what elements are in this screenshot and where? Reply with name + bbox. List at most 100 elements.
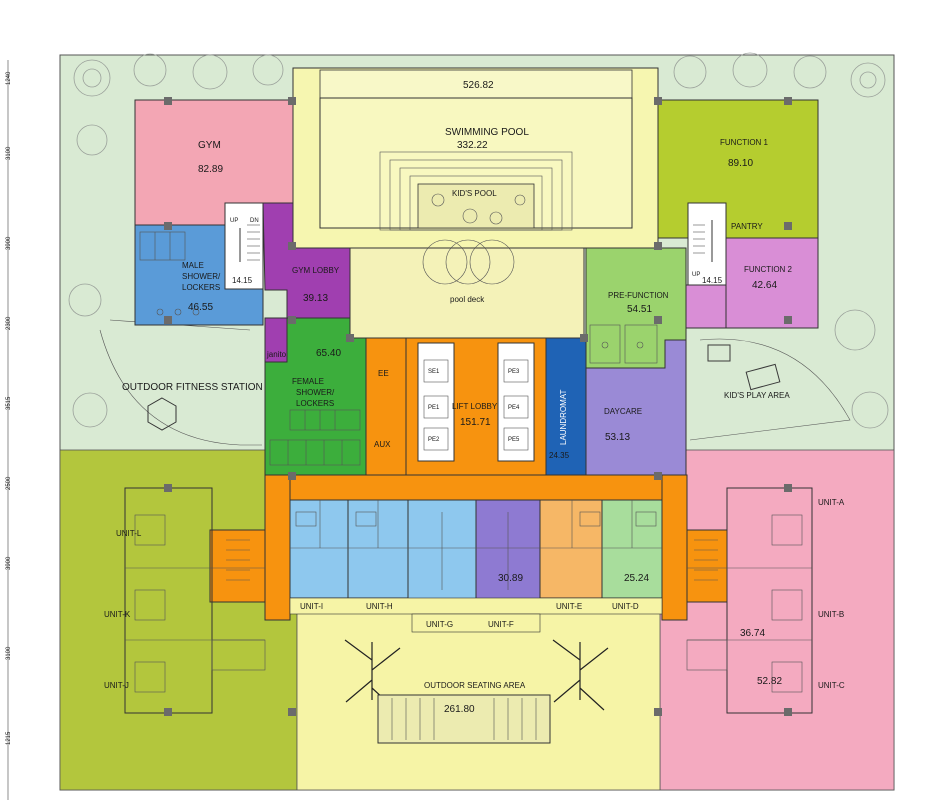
gym-area: 82.89: [198, 164, 223, 175]
unit-b-area: 36.74: [740, 628, 765, 639]
corridor-stairs: [226, 539, 718, 581]
stair-left-dn: DN: [250, 218, 259, 224]
swimming-pool-label: SWIMMING POOL: [445, 127, 529, 138]
room-laundromat: [545, 337, 587, 476]
outdoor-seating-label: OUTDOOR SEATING AREA: [424, 681, 526, 690]
landscape-trees: [68, 52, 889, 429]
lift-lobby-area: 151.71: [460, 417, 491, 428]
kids-pool-fountains: [431, 193, 526, 225]
dimension-scale: 1240 3100 3900 2300 3515 2500 3900 3100 …: [6, 60, 12, 800]
ee-label: EE: [378, 369, 389, 378]
structural-columns: [164, 97, 792, 716]
corridor: [209, 474, 728, 621]
kids-pool-steps: [379, 151, 573, 231]
units-right-partitions: [686, 514, 812, 693]
function-2-annex: [685, 284, 727, 329]
laundromat-area: 24.35: [549, 451, 570, 460]
gym-lobby-area: 39.13: [303, 293, 328, 304]
dim-6: 2500: [6, 476, 12, 490]
pre-function-area: 54.51: [627, 304, 652, 315]
male-shower-label-3: LOCKERS: [182, 283, 220, 292]
seating-trees: [344, 639, 609, 711]
unit-e-label: UNIT-E: [556, 602, 582, 611]
male-shower-fixtures: [139, 231, 200, 316]
pool-top-strip: [319, 69, 633, 99]
lift-pe2: PE2: [428, 437, 440, 443]
stair-right-area: 14.15: [702, 276, 723, 285]
dim-7: 3900: [6, 556, 12, 570]
pool-deck-label: pool deck: [450, 295, 485, 304]
dim-9: 1215: [6, 731, 12, 745]
daycare-area: 53.13: [605, 432, 630, 443]
function-1-label: FUNCTION 1: [720, 138, 769, 147]
female-shower-fixtures: [269, 409, 361, 466]
male-shower-label-1: MALE: [182, 261, 204, 270]
unit-k-label: UNIT-K: [104, 610, 131, 619]
unit-e: [539, 499, 603, 599]
pre-function-label: PRE-FUNCTION: [608, 291, 669, 300]
units-left-partitions: [125, 514, 266, 693]
room-function-1: [657, 99, 819, 239]
dim-4: 2300: [6, 316, 12, 330]
unit-gf-label-strip: [411, 613, 541, 633]
dim-2: 3100: [6, 146, 12, 160]
male-shower-area: 46.55: [188, 302, 213, 313]
unit-i: [289, 499, 349, 599]
outdoor-fitness-label: OUTDOOR FITNESS STATION: [122, 382, 263, 393]
janitor-label: janitor: [266, 350, 289, 359]
unit-f-area: 30.89: [498, 573, 523, 584]
unit-b-label: UNIT-B: [818, 610, 844, 619]
lift-shaft-left: [417, 342, 455, 462]
unit-d-area: 25.24: [624, 573, 649, 584]
lift-lobby-label: LIFT LOBBY: [452, 402, 498, 411]
central-unit-partitions: [290, 500, 662, 590]
stair-right: [687, 202, 727, 286]
unit-label-strip: [289, 597, 663, 615]
function-2-area: 42.64: [752, 280, 777, 291]
unit-j-label: UNIT-J: [104, 681, 129, 690]
unit-d-label: UNIT-D: [612, 602, 639, 611]
seating-bench-slats: [391, 698, 537, 740]
stair-left-up: UP: [230, 218, 238, 224]
stair-left-area: 14.15: [232, 276, 253, 285]
lift-pe4: PE4: [508, 405, 520, 411]
kids-play-label: KID'S PLAY AREA: [724, 391, 790, 400]
room-ee-aux: [365, 337, 407, 476]
female-shower-label-1: FEMALE: [292, 377, 324, 386]
stair-left-treads: [239, 224, 260, 262]
dim-5: 3515: [6, 396, 12, 410]
fitness-hexagon: [147, 397, 177, 431]
unit-c-area: 52.82: [757, 676, 782, 687]
swimming-pool-area: 332.22: [457, 140, 488, 151]
outdoor-fitness-path: [99, 329, 262, 446]
units-right-block: [726, 487, 813, 714]
gym-lobby-label: GYM LOBBY: [292, 266, 340, 275]
unit-a-label: UNIT-A: [818, 498, 845, 507]
dim-8: 3100: [6, 646, 12, 660]
unit-i-label: UNIT-I: [300, 602, 323, 611]
function-1-area: 89.10: [728, 158, 753, 169]
lift-pe5: PE5: [508, 437, 520, 443]
stair-right-up: UP: [692, 272, 700, 278]
dim-1: 1240: [6, 71, 12, 85]
outdoor-seating-area: 261.80: [444, 704, 475, 715]
daycare-label: DAYCARE: [604, 407, 642, 416]
zone-units-left: [59, 449, 298, 791]
kids-play-equipment: [707, 344, 781, 391]
room-gym: [134, 99, 294, 226]
lift-cars: [423, 359, 529, 451]
stair-right-treads: [693, 220, 713, 262]
unit-l-label: UNIT-L: [116, 529, 142, 538]
pre-function-toilets: [589, 324, 658, 364]
female-shower-label-2: SHOWER/: [296, 388, 335, 397]
lift-pe1: PE1: [428, 405, 440, 411]
lift-shaft-right: [497, 342, 535, 462]
laundromat-label: LAUNDROMAT: [559, 389, 568, 445]
dim-3: 3900: [6, 236, 12, 250]
unit-f-label: UNIT-F: [488, 620, 514, 629]
pantry-label: PANTRY: [731, 222, 763, 231]
gym-label: GYM: [198, 140, 221, 151]
female-shower-area: 65.40: [316, 348, 341, 359]
unit-g-label: UNIT-G: [426, 620, 453, 629]
